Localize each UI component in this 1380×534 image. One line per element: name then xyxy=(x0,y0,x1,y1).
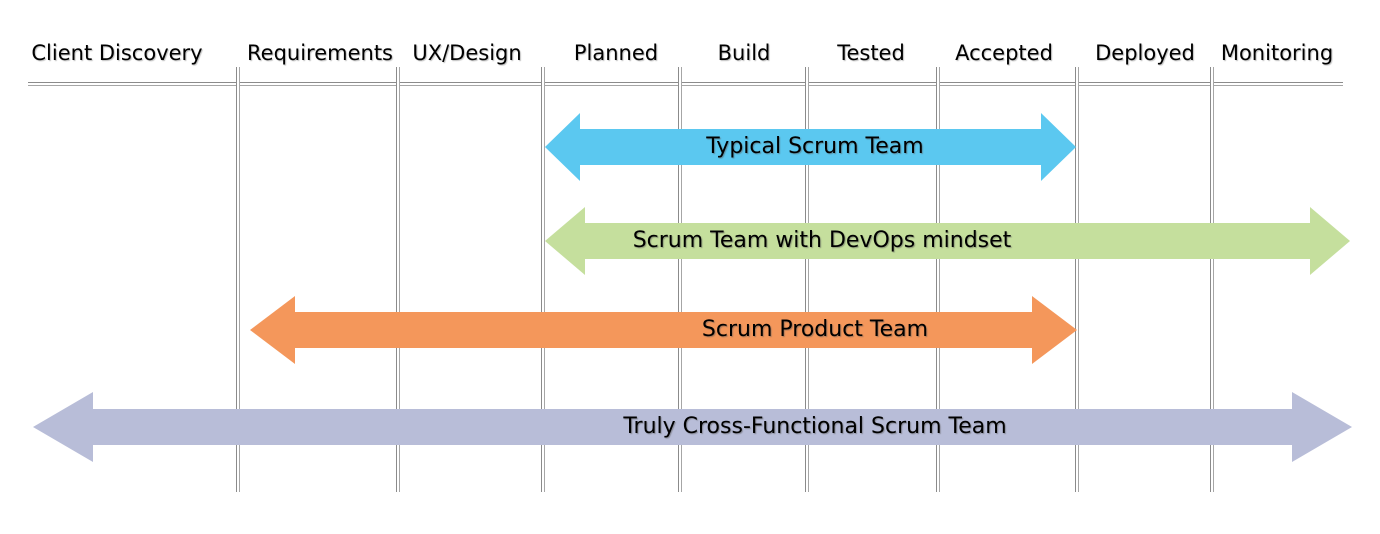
arrow-right-head-icon xyxy=(1310,207,1350,275)
arrow-label-typical-scrum-team: Typical Scrum Team xyxy=(706,134,924,159)
arrow-truly-cross-functional-scrum-team xyxy=(33,392,1352,462)
arrow-body xyxy=(93,409,1292,445)
arrow-typical-scrum-team xyxy=(545,113,1076,181)
arrow-label-scrum-team-devops-mindset: Scrum Team with DevOps mindset xyxy=(632,228,1012,253)
stage-label-tested: Tested xyxy=(837,41,905,65)
stage-label-ux-design: UX/Design xyxy=(412,41,522,65)
stage-divider-3 xyxy=(541,67,545,492)
arrow-left-head-icon xyxy=(545,207,585,275)
stage-divider-2 xyxy=(396,67,400,492)
stage-divider-8 xyxy=(1210,67,1214,492)
stage-label-accepted: Accepted xyxy=(955,41,1053,65)
arrow-label-scrum-product-team: Scrum Product Team xyxy=(701,317,929,342)
arrow-left-head-icon xyxy=(33,392,93,462)
arrow-right-head-icon xyxy=(1032,296,1077,364)
header-rule xyxy=(28,82,1343,86)
stage-divider-6 xyxy=(936,67,940,492)
stage-label-monitoring: Monitoring xyxy=(1220,41,1334,65)
stage-divider-7 xyxy=(1075,67,1079,492)
arrow-body xyxy=(295,312,1032,348)
arrow-scrum-product-team xyxy=(250,296,1077,364)
stage-label-requirements: Requirements xyxy=(247,41,393,65)
arrow-body xyxy=(585,223,1310,259)
arrow-scrum-team-devops-mindset xyxy=(545,207,1350,275)
stage-label-client-discovery: Client Discovery xyxy=(31,41,203,65)
stage-label-build: Build xyxy=(717,41,771,65)
arrow-body xyxy=(580,129,1041,165)
arrow-left-head-icon xyxy=(250,296,295,364)
arrow-right-head-icon xyxy=(1292,392,1352,462)
stage-label-planned: Planned xyxy=(573,41,659,65)
stage-label-deployed: Deployed xyxy=(1095,41,1195,65)
arrow-left-head-icon xyxy=(545,113,580,181)
arrow-label-truly-cross-functional-scrum-team: Truly Cross-Functional Scrum Team xyxy=(623,414,1007,439)
arrow-right-head-icon xyxy=(1041,113,1076,181)
stage-divider-1 xyxy=(236,67,240,492)
stage-divider-4 xyxy=(678,67,682,492)
stage-divider-5 xyxy=(805,67,809,492)
